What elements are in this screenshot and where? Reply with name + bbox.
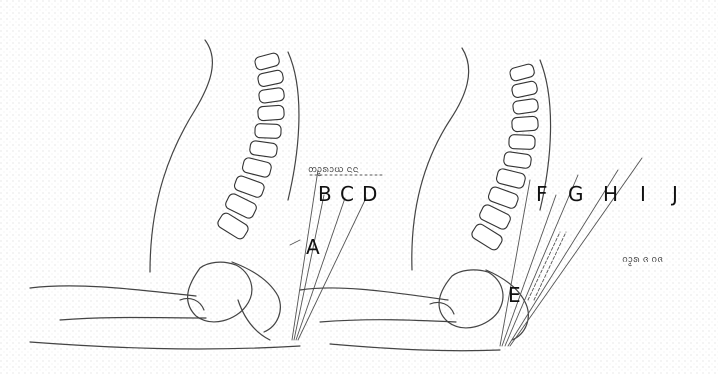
label-j: J — [670, 182, 678, 206]
label-c: C — [340, 182, 354, 206]
label-d: D — [362, 182, 377, 206]
label-h: H — [603, 182, 618, 206]
label-b: B — [318, 182, 332, 206]
label-i: I — [640, 182, 646, 206]
label-g: G — [568, 182, 584, 206]
label-a: A — [306, 235, 320, 259]
label-f: F — [536, 182, 548, 206]
label-e: E — [508, 283, 521, 307]
